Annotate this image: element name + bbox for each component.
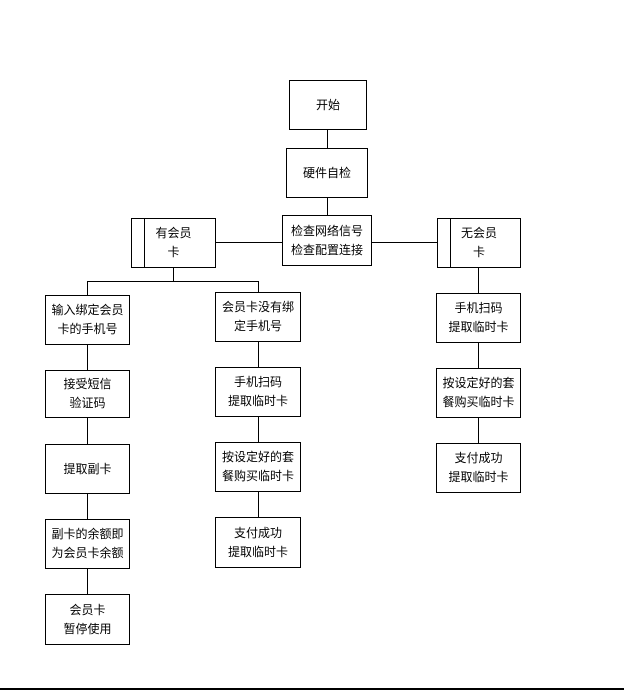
edge-left1-left2 [87,345,88,370]
node-no-member-card: 无会员 卡 [437,218,521,268]
edge-network-nocard [372,242,437,243]
node-start: 开始 [289,80,367,130]
node-label: 有会员 卡 [155,226,192,259]
node-buy-temp-card-mid: 按设定好的套 餐购买临时卡 [215,442,301,492]
edge-network-hascard [216,242,282,243]
edge-hardware-network [327,198,328,215]
edge-left3-left4 [87,494,88,519]
node-label: 输入绑定会员 卡的手机号 [51,303,124,336]
node-label: 支付成功 提取临时卡 [448,451,509,484]
node-label: 提取副卡 [63,461,112,476]
edge-right2-right3 [478,418,479,443]
node-has-member-card: 有会员 卡 [131,218,216,268]
edge-junction-bar [87,281,259,282]
node-input-bound-phone: 输入绑定会员 卡的手机号 [45,295,130,345]
edge-mid1-mid2 [258,342,259,367]
node-label: 会员卡 暂停使用 [63,602,112,636]
page-bottom-rule [0,688,624,690]
node-sub-card-balance: 副卡的余额即 为会员卡余额 [45,519,130,569]
node-label: 开始 [315,97,340,112]
node-receive-sms-code: 接受短信 验证码 [45,370,130,418]
node-label: 手机扫码 提取临时卡 [448,301,509,334]
node-label: 按设定好的套 餐购买临时卡 [442,376,515,409]
node-label: 会员卡没有绑 定手机号 [221,300,294,333]
node-scan-get-temp-card-right: 手机扫码 提取临时卡 [436,293,521,343]
edge-mid3-mid4 [258,492,259,517]
predefined-process-line [144,219,145,267]
edge-mid2-mid3 [258,417,259,442]
edge-left2-left3 [87,418,88,444]
node-hardware-check: 硬件自检 [286,148,368,198]
predefined-process-line [450,219,451,267]
edge-hascard-junction [173,268,174,281]
node-label: 检查网络信号 检查配置连接 [290,223,363,257]
edge-junction-left1 [87,281,88,295]
node-label: 按设定好的套 餐购买临时卡 [221,450,294,483]
node-label: 手机扫码 提取临时卡 [227,375,288,408]
node-label: 支付成功 提取临时卡 [227,525,288,559]
edge-start-hardware [327,130,328,148]
node-pay-success-right: 支付成功 提取临时卡 [436,443,521,493]
node-label: 副卡的余额即 为会员卡余额 [51,527,124,560]
node-member-card-suspend: 会员卡 暂停使用 [45,594,130,645]
node-network-check: 检查网络信号 检查配置连接 [282,215,372,266]
edge-left4-left5 [87,569,88,594]
node-label: 硬件自检 [302,165,351,180]
edge-nocard-right1 [478,268,479,293]
node-label: 接受短信 验证码 [63,377,112,410]
node-card-not-bound: 会员卡没有绑 定手机号 [215,292,301,342]
node-scan-get-temp-card-mid: 手机扫码 提取临时卡 [215,367,301,417]
node-label: 无会员 卡 [460,226,497,259]
edge-right1-right2 [478,343,479,368]
edge-junction-mid1 [258,281,259,292]
node-buy-temp-card-right: 按设定好的套 餐购买临时卡 [436,368,521,418]
node-pay-success-mid: 支付成功 提取临时卡 [215,517,301,568]
node-get-sub-card: 提取副卡 [45,444,130,494]
